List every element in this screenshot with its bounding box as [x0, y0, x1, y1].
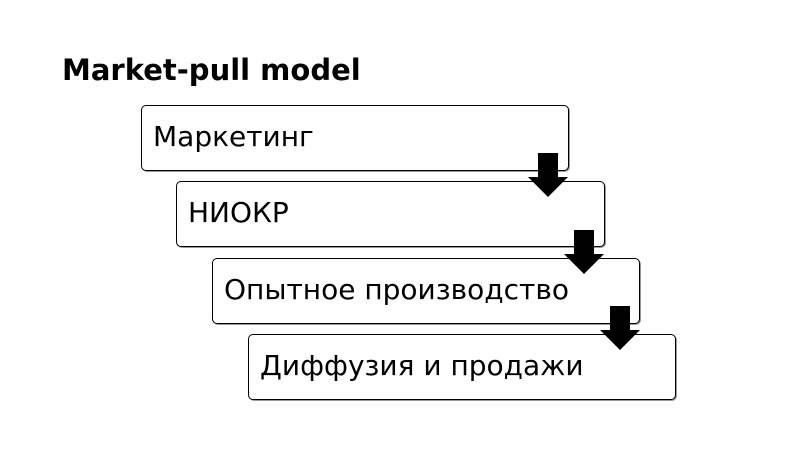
- step-label: Маркетинг: [153, 120, 314, 153]
- step-label: Диффузия и продажи: [260, 349, 584, 382]
- step-box-rnd: НИОКР: [176, 181, 605, 247]
- step-label: Опытное производство: [224, 273, 569, 306]
- step-box-marketing: Маркетинг: [141, 105, 569, 171]
- step-box-pilot-production: Опытное производство: [212, 258, 640, 324]
- step-box-diffusion-sales: Диффузия и продажи: [248, 334, 676, 400]
- arrow-down-icon: [600, 306, 640, 350]
- step-label: НИОКР: [188, 196, 289, 229]
- arrow-down-icon: [564, 230, 604, 274]
- diagram-title: Market-pull model: [62, 53, 361, 87]
- arrow-down-icon: [528, 153, 568, 197]
